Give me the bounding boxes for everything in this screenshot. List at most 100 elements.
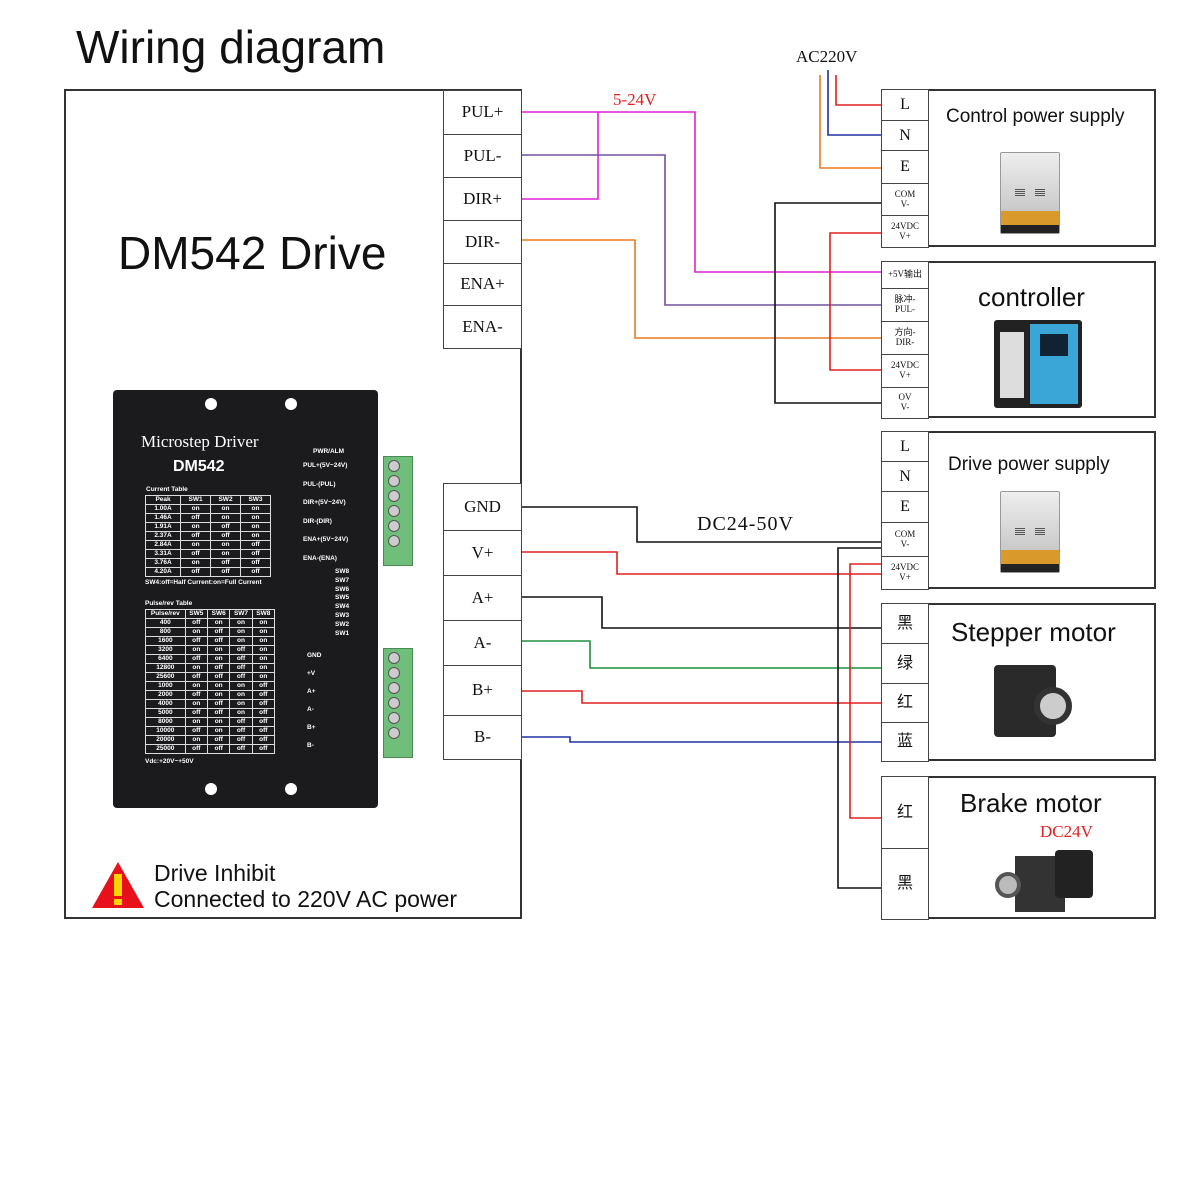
control-psu-title: Control power supply	[946, 106, 1125, 127]
table-cell: on	[229, 708, 253, 718]
pin-label: ENA+(5V~24V)	[303, 536, 349, 544]
wire-blue	[522, 736, 882, 743]
table-cell: on	[206, 645, 231, 655]
wire-red	[829, 232, 882, 371]
terminal-label: V+	[899, 572, 911, 582]
table-cell: off	[184, 618, 209, 628]
wire-magenta	[522, 111, 882, 273]
table-cell: off	[184, 654, 209, 664]
table-cell: 2000	[145, 690, 186, 700]
control_psu-terminal: L	[881, 89, 929, 121]
terminal-label: E	[900, 498, 910, 516]
switch-label: SW2	[335, 620, 350, 628]
table-cell: on	[240, 513, 271, 523]
terminal-label: 脉冲-	[894, 294, 916, 305]
table-cell: on	[251, 654, 276, 664]
table-cell: off	[180, 549, 212, 559]
table-cell: 3.31A	[144, 549, 182, 559]
table-cell: off	[251, 699, 276, 709]
table-cell: on	[206, 690, 231, 700]
switch-label: SW5	[335, 594, 350, 602]
table-cell: on	[229, 681, 253, 691]
table-cell: off	[251, 681, 276, 691]
terminal-label: PUL-	[895, 304, 915, 314]
terminal-label: V-	[900, 538, 910, 549]
mount-hole	[205, 783, 217, 795]
table-cell: off	[206, 636, 231, 646]
warning-line2: Connected to 220V AC power	[154, 886, 458, 912]
terminal-label: N	[899, 126, 911, 144]
terminal-screw	[388, 520, 400, 532]
driver-terminal: DIR-	[443, 220, 522, 264]
table-cell: on	[210, 513, 241, 523]
brake-terminal: 黑	[881, 848, 929, 920]
stepper-title: Stepper motor	[951, 617, 1116, 647]
header-cell: Pulse/rev	[145, 609, 186, 619]
psu-image	[1000, 152, 1060, 234]
table-cell: on	[240, 522, 271, 532]
table-cell: on	[229, 618, 253, 628]
table-cell: on	[229, 636, 253, 646]
wire-purple	[522, 154, 882, 306]
stepper-terminal: 红	[881, 683, 929, 723]
vdc-label: Vdc:+20V~+50V	[145, 758, 194, 765]
table-cell: off	[229, 717, 253, 727]
driver-terminal: B-	[443, 715, 522, 760]
wire-red	[849, 563, 882, 819]
terminal-label: E	[900, 158, 910, 176]
motor-pin-label: A+	[307, 688, 316, 695]
header-cell: SW6	[206, 609, 231, 619]
table-cell: on	[229, 699, 253, 709]
terminal-screw	[388, 475, 400, 487]
terminal-label: 红	[896, 803, 913, 821]
warning-line1: Drive Inhibit	[154, 860, 276, 886]
header-cell: SW2	[210, 495, 241, 505]
terminal-label: L	[900, 437, 910, 455]
table-cell: on	[240, 504, 271, 514]
terminal-label: 24VDC	[890, 220, 919, 231]
table-cell: 6400	[145, 654, 186, 664]
table-cell: off	[251, 690, 276, 700]
table-cell: off	[180, 513, 212, 523]
table-cell: 25600	[145, 672, 186, 682]
wire-blue	[827, 70, 882, 136]
table-cell: off	[184, 636, 209, 646]
table-cell: 2.84A	[144, 540, 182, 550]
table-cell: 800	[145, 627, 186, 637]
header-cell: SW1	[180, 495, 212, 505]
wire-black	[774, 202, 882, 404]
table-cell: 400	[145, 618, 186, 628]
driver-terminal: PUL+	[443, 90, 522, 135]
driver-terminal: A-	[443, 620, 522, 666]
control_psu-terminal: E	[881, 150, 929, 184]
brake-title: Brake motor	[960, 788, 1102, 818]
table-cell: on	[251, 636, 276, 646]
terminal-screw	[388, 712, 400, 724]
terminal-label: N	[899, 467, 911, 485]
current-table-title: Current Table	[146, 486, 188, 493]
table-cell: off	[240, 549, 271, 559]
header-cell: SW3	[240, 495, 271, 505]
table-cell: on	[251, 645, 276, 655]
switch-label: SW1	[335, 629, 350, 637]
drive-psu-title: Drive power supply	[948, 454, 1110, 475]
table-cell: 4.20A	[144, 567, 182, 577]
terminal-screw	[388, 505, 400, 517]
driver-terminal: V+	[443, 530, 522, 576]
table-cell: off	[240, 567, 271, 577]
